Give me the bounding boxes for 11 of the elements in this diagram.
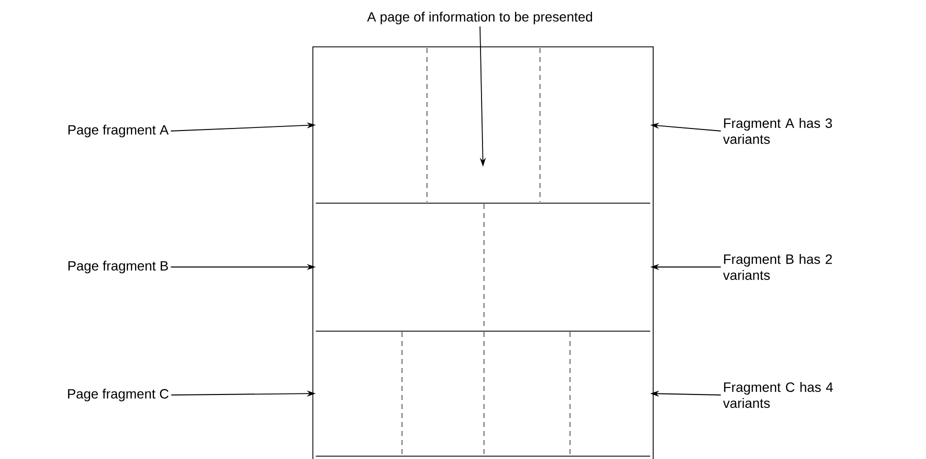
fragment-label: Page fragment C: [68, 388, 168, 402]
fragment-row: [315, 332, 651, 457]
page-box: [312, 46, 654, 459]
fragment-note: Fragment A has 3 variants: [723, 118, 832, 144]
fragment-row: [315, 48, 651, 204]
fragment-label: Page fragment A: [68, 124, 169, 138]
fragment-note: Fragment C has 4 variants: [723, 382, 833, 408]
fragment-label: Page fragment B: [68, 260, 168, 274]
fragment-row: [315, 204, 651, 332]
fragment-note: Fragment B has 2 variants: [723, 254, 832, 280]
page-title: A page of information to be presented: [367, 12, 592, 24]
